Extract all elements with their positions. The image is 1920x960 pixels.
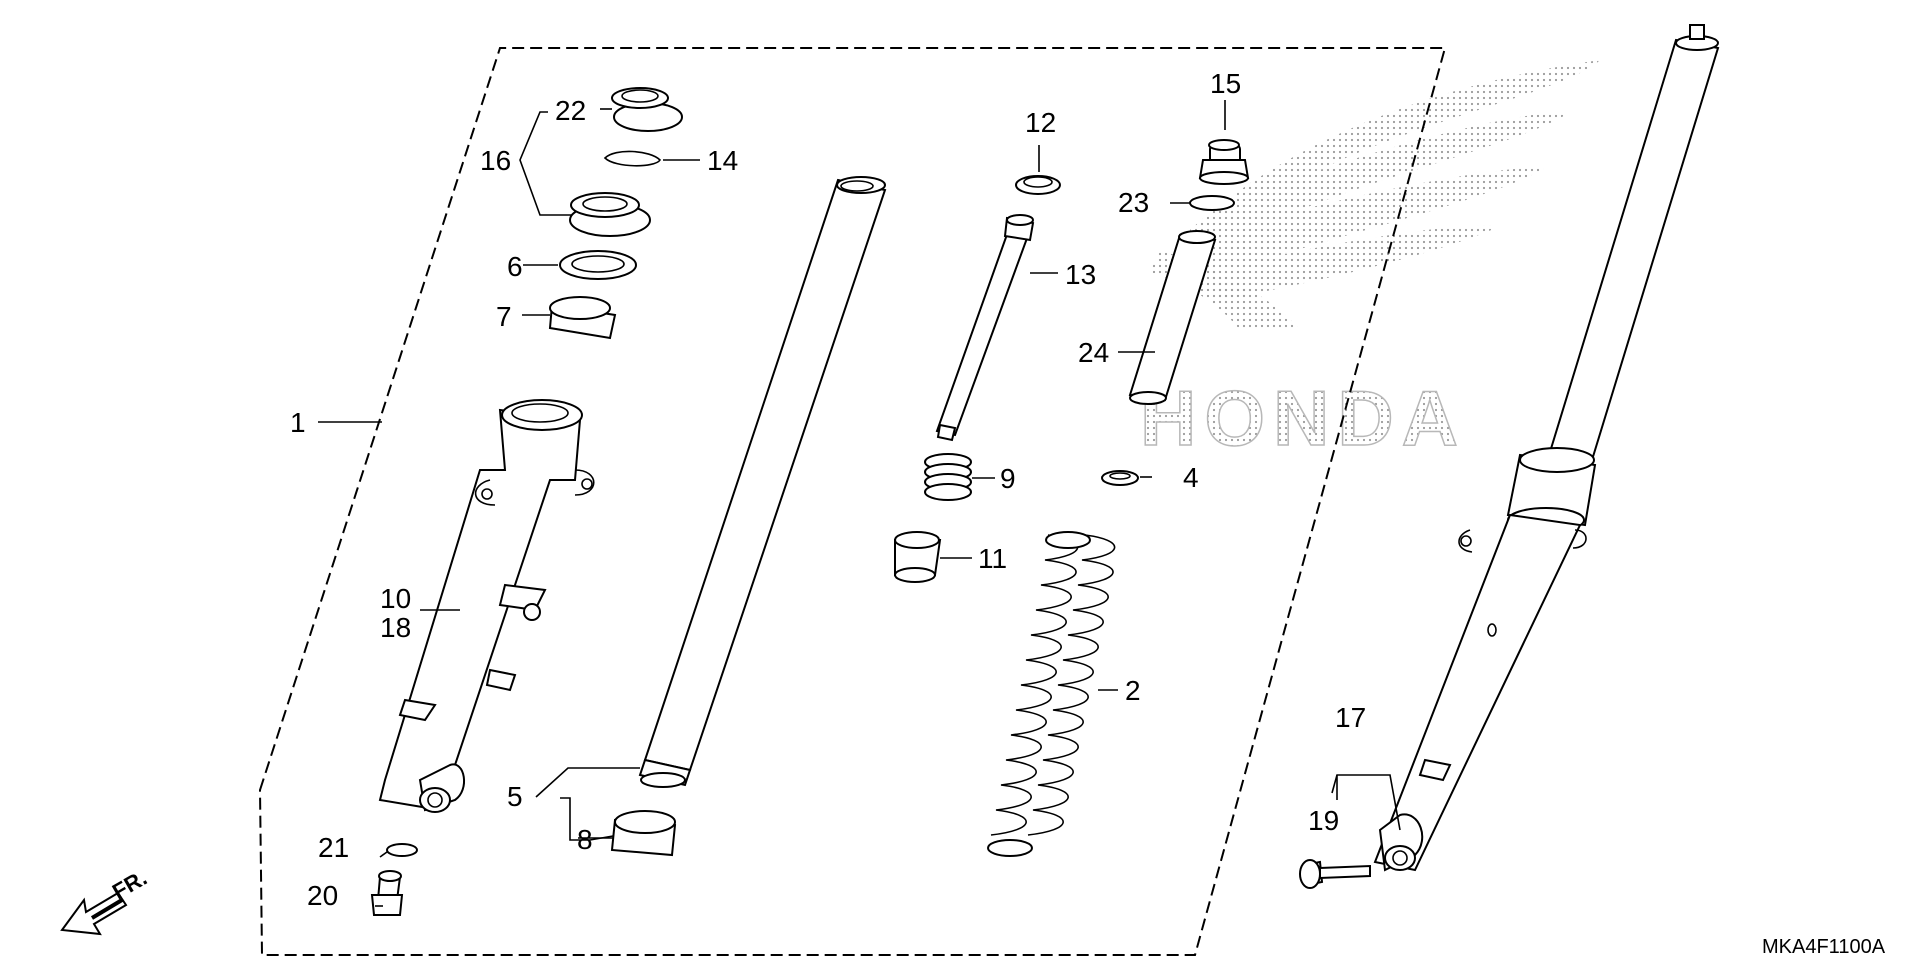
diagram-code: MKA4F1100A	[1762, 936, 1886, 958]
label-part-24: 24	[1078, 337, 1109, 368]
label-part-13: 13	[1065, 259, 1096, 290]
label-part-7: 7	[496, 301, 512, 332]
label-part-10: 10	[380, 583, 411, 614]
label-part-19: 19	[1308, 805, 1339, 836]
part-10-fork-slider	[378, 399, 595, 813]
part-15-fork-bolt	[1198, 139, 1250, 185]
assembly-boundary	[258, 47, 1447, 956]
part-5-fork-pipe	[638, 176, 887, 788]
label-part-23: 23	[1118, 187, 1149, 218]
part-14-stopper-ring	[603, 150, 662, 167]
part-13-damper-rod	[935, 214, 1035, 442]
label-part-2: 2	[1125, 675, 1141, 706]
label-part-22: 22	[555, 95, 586, 126]
part-12-washer	[1015, 175, 1061, 195]
assembled-front-fork	[1373, 24, 1720, 872]
part-16-oil-seal	[569, 192, 651, 237]
label-part-15: 15	[1210, 68, 1241, 99]
label-part-1: 1	[290, 407, 306, 438]
label-part-20: 20	[307, 880, 338, 911]
label-part-8: 8	[577, 824, 593, 855]
part-9-rebound-spring	[924, 453, 972, 501]
label-part-21: 21	[318, 832, 349, 863]
label-part-6: 6	[507, 251, 523, 282]
label-part-5: 5	[507, 781, 523, 812]
part-23-o-ring	[1189, 195, 1235, 211]
label-part-4: 4	[1183, 462, 1199, 493]
label-part-9: 9	[1000, 463, 1016, 494]
label-part-16: 16	[480, 145, 511, 176]
part-24-spacer	[1128, 230, 1217, 405]
label-part-12: 12	[1025, 107, 1056, 138]
part-8-guide-bushing	[610, 810, 677, 857]
part-21-gasket	[386, 843, 418, 857]
part-2-fork-spring	[987, 531, 1116, 857]
honda-wing-watermark: HONDA	[1139, 60, 1600, 463]
part-20-socket-bolt	[370, 870, 404, 916]
label-part-18: 18	[380, 612, 411, 643]
label-part-14: 14	[707, 145, 738, 176]
part-19-bolt	[1299, 859, 1371, 889]
leader-lines	[318, 100, 1401, 907]
label-part-11: 11	[978, 543, 1007, 574]
label-part-17: 17	[1335, 702, 1366, 733]
honda-watermark-text: HONDA	[1140, 374, 1466, 462]
part-22-dust-seal	[611, 87, 683, 132]
part-7-slider-bushing	[548, 296, 617, 340]
part-4-washer	[1101, 470, 1139, 486]
part-11-oil-lock-piece	[894, 531, 942, 583]
part-6-back-up-ring	[559, 250, 637, 280]
front-direction-arrow-icon	[60, 891, 128, 936]
